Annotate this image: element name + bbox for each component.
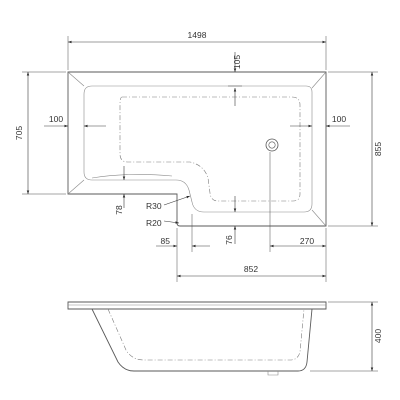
dim-inner-radius: R20 [146, 218, 162, 228]
dim-overall-length: 1498 [188, 30, 207, 40]
bath-basin-floor [119, 96, 301, 202]
dim-right-rim: 100 [332, 114, 346, 124]
bath-basin-sweep [91, 174, 173, 179]
rim-bevel-lines [67, 71, 327, 227]
plan-view [67, 71, 327, 227]
bath-side-body [91, 308, 313, 372]
bath-outer-rim [67, 71, 327, 227]
dim-outer-radius: R30 [146, 201, 162, 211]
bath-side-inner [107, 308, 305, 361]
bath-inner-rim [83, 85, 313, 213]
dim-left-rim: 100 [49, 114, 63, 124]
dim-foot-gap: 78 [114, 205, 124, 215]
dim-step-offset: 85 [161, 236, 171, 246]
dim-step-length: 852 [244, 264, 258, 274]
dimension-lines [22, 36, 378, 372]
dimension-labels: 1498 105 705 855 100 100 78 R30 R20 85 7… [14, 30, 383, 343]
dim-end-rim: 105 [232, 55, 242, 69]
dim-waste-offset: 270 [300, 236, 314, 246]
bath-side-drain [267, 371, 279, 376]
dim-front-rim: 76 [224, 235, 234, 245]
dim-inner-width: 705 [14, 126, 24, 140]
dim-overall-width: 855 [373, 142, 383, 156]
waste-outlet-icon [265, 138, 279, 152]
bath-side-rim [67, 301, 327, 310]
side-view [67, 301, 327, 376]
dim-height: 400 [373, 329, 383, 343]
